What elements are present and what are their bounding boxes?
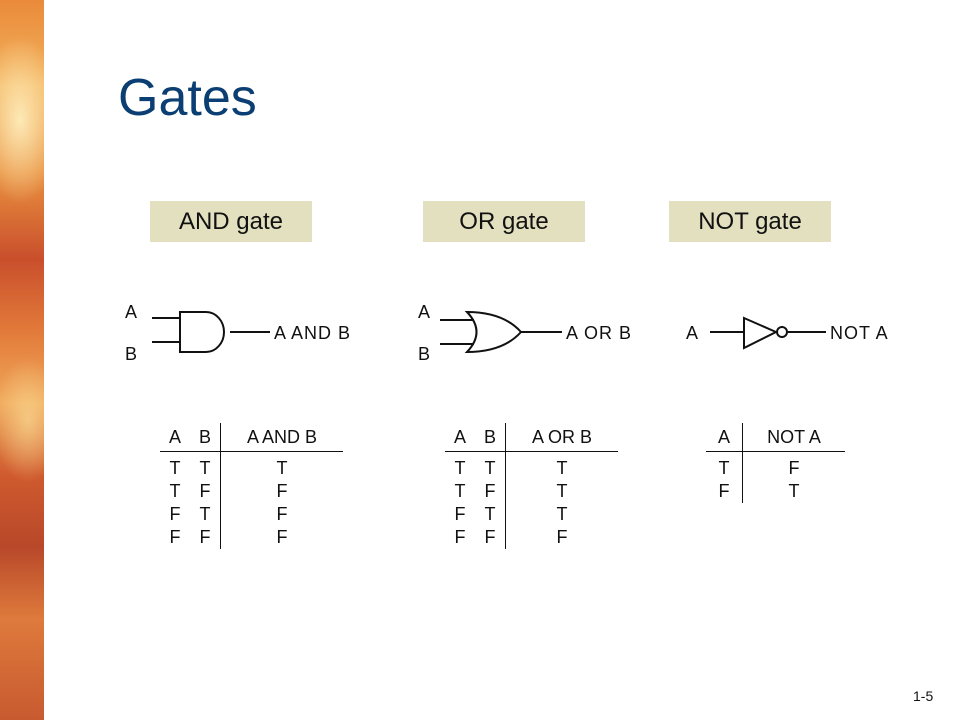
table-cell: F <box>199 481 211 501</box>
table-cell: F <box>454 504 466 524</box>
table-header: A <box>160 423 190 452</box>
table-cell: F <box>169 527 181 547</box>
not-output-label: NOT A <box>830 323 889 343</box>
decorative-side-strip <box>0 0 44 720</box>
table-cell: T <box>454 458 466 478</box>
table-cell: T <box>169 458 181 478</box>
table-cell: F <box>454 527 466 547</box>
table-cell: F <box>484 481 496 501</box>
table-cell: T <box>220 451 343 480</box>
table-header: A OR B <box>505 423 618 452</box>
table-cell: T <box>454 481 466 501</box>
not-input-a: A <box>686 323 699 343</box>
table-cell: F <box>220 480 343 503</box>
table-header: B <box>190 423 221 452</box>
table-cell: T <box>505 503 618 526</box>
and-gate-symbol <box>152 311 270 353</box>
table-cell: F <box>220 503 343 526</box>
table-header: NOT A <box>742 423 845 452</box>
table-cell: F <box>484 527 496 547</box>
table-cell: T <box>718 458 730 478</box>
table-cell: F <box>199 527 211 547</box>
table-cell: T <box>505 480 618 503</box>
and-truth-table: A B A AND B T T T T F F F T F F F F <box>160 423 343 549</box>
slide-title: Gates <box>118 69 257 127</box>
or-gate-symbol <box>440 310 562 354</box>
or-input-b: B <box>418 344 431 364</box>
page-number: 1-5 <box>913 688 934 704</box>
table-cell: T <box>169 481 181 501</box>
table-header: A <box>706 423 743 452</box>
not-gate-symbol <box>710 316 826 350</box>
or-input-a: A <box>418 302 431 322</box>
and-gate-label: AND gate <box>150 201 312 242</box>
table-header: A <box>445 423 475 452</box>
table-cell: T <box>484 458 496 478</box>
table-cell: F <box>742 451 845 480</box>
table-cell: T <box>199 458 211 478</box>
table-cell: T <box>199 504 211 524</box>
table-cell: F <box>718 481 730 501</box>
table-cell: T <box>484 504 496 524</box>
and-output-label: A AND B <box>274 323 351 343</box>
and-input-b: B <box>125 344 138 364</box>
table-cell: T <box>742 480 845 503</box>
or-gate-label: OR gate <box>423 201 585 242</box>
not-gate-label: NOT gate <box>669 201 831 242</box>
table-header: A AND B <box>220 423 343 452</box>
table-cell: F <box>505 526 618 549</box>
or-truth-table: A B A OR B T T T T F T F T T F F F <box>445 423 618 549</box>
table-header: B <box>475 423 506 452</box>
table-cell: F <box>169 504 181 524</box>
and-input-a: A <box>125 302 138 322</box>
table-cell: T <box>505 451 618 480</box>
not-truth-table: A NOT A T F F T <box>706 423 845 503</box>
or-output-label: A OR B <box>566 323 632 343</box>
table-cell: F <box>220 526 343 549</box>
